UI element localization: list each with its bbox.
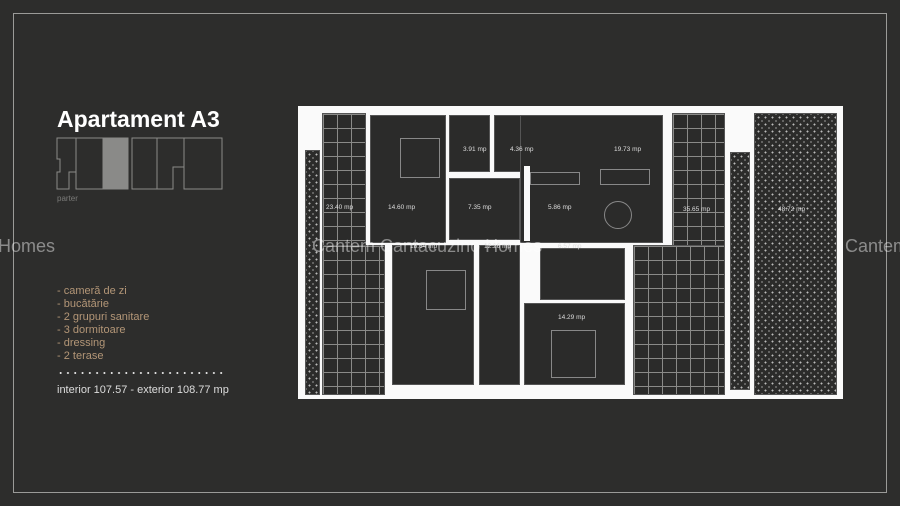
planter-left [305,150,320,395]
selected-unit[interactable] [103,138,128,189]
room-bath-1 [449,115,490,172]
bed [551,330,596,378]
room-bedroom-3 [524,303,625,385]
room-label: 14.29 mp [558,314,586,321]
area-summary: interior 107.57 - exterior 108.77 mp [57,384,229,396]
feature-item: - 3 dormitoare [57,324,126,336]
feature-item: - bucătărie [57,298,109,310]
room-dressing [449,178,520,240]
room-label: 5.86 mp [548,204,572,211]
kitchen-island [530,172,580,185]
feature-list: - cameră de zi - bucătărie - 2 grupuri s… [57,285,149,363]
garden [754,113,837,395]
feature-item: - cameră de zi [57,285,127,297]
dining-table [604,201,632,229]
room-bath-2 [540,248,625,300]
terrace-right-lower [633,245,725,395]
bed [426,270,466,310]
page-frame [13,13,887,493]
room-label: 14.60 mp [388,204,416,211]
room-corridor [479,245,520,385]
terrace-left-lower [322,245,385,395]
bed [400,138,440,178]
room-living [520,115,663,243]
planter-right [730,152,750,390]
room-label: 23.40 mp [326,204,354,211]
dotted-divider [57,372,227,374]
floor-plan: 23.40 mp 14.60 mp 3.91 mp 4.36 mp 19.73 … [298,106,843,399]
room-label: 48.72 mp [778,206,806,213]
room-bedroom-2 [392,245,474,385]
watermark: Homes [0,236,56,256]
room-label: 35.65 mp [683,206,711,213]
room-label: 3.91 mp [463,146,487,153]
floor-level-label: parter [57,194,78,203]
room-label: 18.64 mp [410,243,438,250]
building-thumbnail [56,137,223,190]
watermark: Cantem Cantacuzino Homes [312,236,543,256]
room-label: 19.73 mp [614,146,642,153]
room-label: 7.35 mp [468,204,492,211]
room-label: 12.26 mp [484,243,512,250]
room-label: 4.36 mp [510,146,534,153]
feature-item: - 2 grupuri sanitare [57,311,150,323]
feature-item: - dressing [57,337,106,349]
watermark: Cantem [845,236,900,256]
room-bedroom-1 [370,115,446,243]
kitchen-counter [600,169,650,185]
feature-item: - 2 terase [57,350,104,362]
page-title: Apartament A3 [57,106,220,132]
room-label: 6.57 mp [558,243,582,250]
